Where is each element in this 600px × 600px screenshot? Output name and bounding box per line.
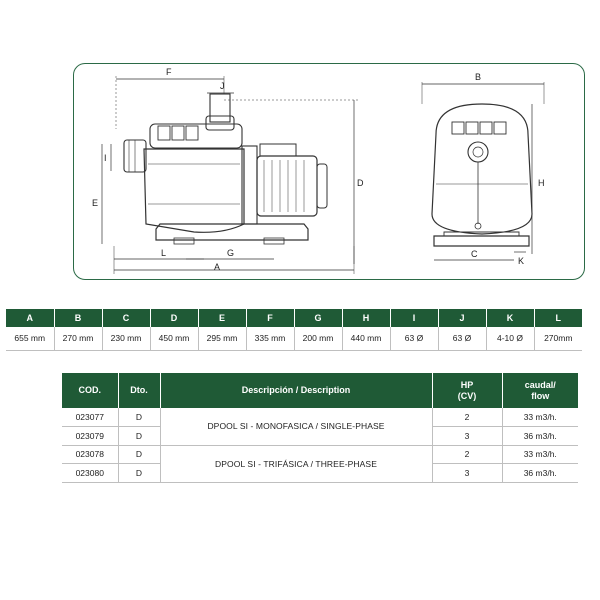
row-cod: 023078 xyxy=(62,445,119,464)
dim-label-L: L xyxy=(161,248,166,258)
dim-header-j: J xyxy=(438,309,487,327)
dim-header-l: L xyxy=(534,309,582,327)
dim-label-G: G xyxy=(227,248,234,258)
row-hp: 3 xyxy=(432,426,503,446)
col-header-flow: caudal/ flow xyxy=(502,373,578,408)
row-flow: 36 m3/h. xyxy=(502,463,578,483)
technical-drawing-frame: F J I E L G A D B H C K xyxy=(73,63,585,280)
dim-label-I: I xyxy=(104,153,107,163)
dim-label-K: K xyxy=(518,256,524,266)
row-cod: 023077 xyxy=(62,408,119,427)
dim-header-k: K xyxy=(486,309,535,327)
dim-header-d: D xyxy=(150,309,199,327)
dim-value-k: 4-10 Ø xyxy=(486,327,535,351)
row-dto: D xyxy=(118,445,161,464)
dimensions-header-row: A B C D E F G H I J K L xyxy=(6,309,582,327)
dim-header-a: A xyxy=(6,309,55,327)
dim-label-C: C xyxy=(471,249,478,259)
dim-value-i: 63 Ø xyxy=(390,327,439,351)
dim-label-F: F xyxy=(166,67,172,77)
row-cod: 023080 xyxy=(62,463,119,483)
hp-header-line2: (CV) xyxy=(457,390,477,401)
dim-label-D: D xyxy=(357,178,364,188)
col-header-description: Descripción / Description xyxy=(160,373,433,408)
row-flow: 33 m3/h. xyxy=(502,445,578,464)
dim-value-c: 230 mm xyxy=(102,327,151,351)
col-header-hp: HP (CV) xyxy=(432,373,503,408)
table-row: 023078 D DPOOL SI - TRIFÁSICA / THREE-PH… xyxy=(62,445,578,483)
col-header-cod: COD. xyxy=(62,373,119,408)
group-description: DPOOL SI - TRIFÁSICA / THREE-PHASE xyxy=(160,445,433,483)
pump-drawing: F J I E L G A D B H C K xyxy=(92,67,545,274)
side-view xyxy=(101,76,358,274)
dim-value-g: 200 mm xyxy=(294,327,343,351)
dim-value-b: 270 mm xyxy=(54,327,103,351)
dim-value-h: 440 mm xyxy=(342,327,391,351)
table-row: 023079 D 3 36 m3/h. xyxy=(62,426,578,446)
dim-header-i: I xyxy=(390,309,439,327)
dim-header-c: C xyxy=(102,309,151,327)
dim-value-e: 295 mm xyxy=(198,327,247,351)
dim-header-b: B xyxy=(54,309,103,327)
flow-header-line1: caudal/ xyxy=(524,379,556,390)
hp-header-line1: HP xyxy=(460,379,474,390)
front-view xyxy=(421,82,545,261)
dim-label-H: H xyxy=(538,178,545,188)
models-header-row: COD. Dto. Descripción / Description HP (… xyxy=(62,373,578,408)
dim-header-g: G xyxy=(294,309,343,327)
dim-value-a: 655 mm xyxy=(6,327,55,351)
models-table: COD. Dto. Descripción / Description HP (… xyxy=(62,373,578,483)
dim-header-e: E xyxy=(198,309,247,327)
dimensions-table: A B C D E F G H I J K L 655 mm 270 mm 23… xyxy=(6,309,582,351)
row-cod: 023079 xyxy=(62,426,119,446)
dim-value-f: 335 mm xyxy=(246,327,295,351)
row-dto: D xyxy=(118,463,161,483)
flow-header-line2: flow xyxy=(531,390,550,401)
dimensions-value-row: 655 mm 270 mm 230 mm 450 mm 295 mm 335 m… xyxy=(6,327,582,351)
dim-label-A: A xyxy=(214,262,220,272)
group-description: DPOOL SI - MONOFASICA / SINGLE-PHASE xyxy=(160,408,433,446)
row-hp: 3 xyxy=(432,463,503,483)
row-hp: 2 xyxy=(432,408,503,427)
dim-header-f: F xyxy=(246,309,295,327)
dim-label-E: E xyxy=(92,198,98,208)
dim-value-d: 450 mm xyxy=(150,327,199,351)
dim-value-l: 270mm xyxy=(534,327,582,351)
dim-label-J: J xyxy=(220,81,225,91)
table-row: 023077 D DPOOL SI - MONOFASICA / SINGLE-… xyxy=(62,408,578,446)
table-row: 023080 D 3 36 m3/h. xyxy=(62,463,578,483)
dim-value-j: 63 Ø xyxy=(438,327,487,351)
row-flow: 33 m3/h. xyxy=(502,408,578,427)
row-hp: 2 xyxy=(432,445,503,464)
row-flow: 36 m3/h. xyxy=(502,426,578,446)
row-dto: D xyxy=(118,408,161,427)
dim-header-h: H xyxy=(342,309,391,327)
dim-label-B: B xyxy=(475,72,481,82)
col-header-dto: Dto. xyxy=(118,373,161,408)
row-dto: D xyxy=(118,426,161,446)
